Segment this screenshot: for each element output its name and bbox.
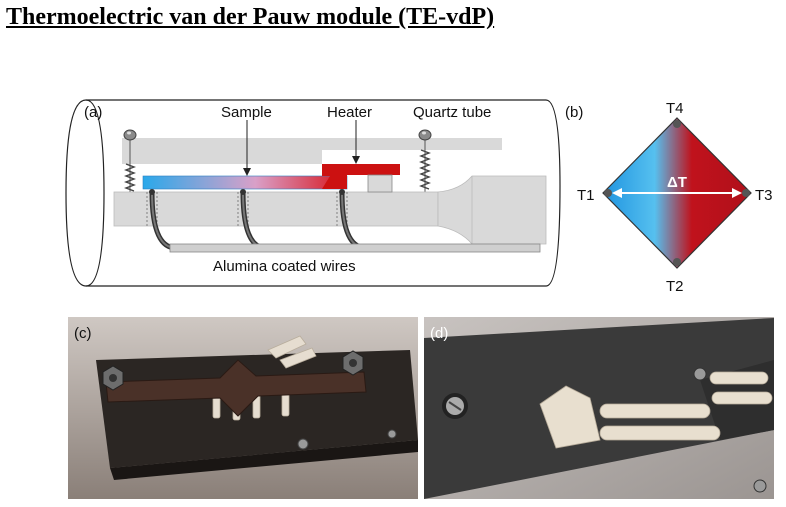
panel-d-photo: (d) <box>424 317 774 499</box>
spring-left <box>124 138 136 192</box>
wires-label: Alumina coated wires <box>213 258 356 275</box>
quartz-tube-label: Quartz tube <box>413 104 491 121</box>
quartz-tube <box>65 99 561 287</box>
contact-t4 <box>673 120 681 128</box>
spring-right <box>419 138 431 192</box>
tube-flange <box>437 175 547 245</box>
contact-t1 <box>604 189 612 197</box>
page-title: Thermoelectric van der Pauw module (TE-v… <box>6 4 495 30</box>
heater <box>322 164 400 189</box>
nut-right <box>342 350 364 376</box>
panel-b-diamond: ΔT (b) T4 T1 T3 T2 <box>565 100 773 295</box>
panel-c-photo: (c) <box>68 317 418 499</box>
screw-head-left <box>123 129 137 141</box>
screw-head-right <box>418 129 432 141</box>
panel-a-label: (a) <box>84 104 102 121</box>
wire-bundle <box>169 243 541 253</box>
heater-label: Heater <box>327 104 372 121</box>
sample-label: Sample <box>221 104 272 121</box>
nut-left <box>102 365 124 391</box>
sample-bar <box>142 175 348 190</box>
contact-t2 <box>673 258 681 266</box>
panel-c-label: (c) <box>74 325 92 342</box>
screw-d-left <box>442 393 468 419</box>
panel-a-schematic: (a) Sample Heater Quartz tube Alumina co… <box>65 99 561 287</box>
base-block <box>113 191 439 227</box>
contact-t3 <box>742 189 750 197</box>
t1-label: T1 <box>577 187 595 204</box>
t3-label: T3 <box>755 187 773 204</box>
t4-label: T4 <box>666 100 684 117</box>
quartz-tube-left-end <box>85 99 105 287</box>
feedthroughs <box>146 192 348 226</box>
panel-d-label: (d) <box>430 325 448 342</box>
panel-b-label: (b) <box>565 104 583 121</box>
heater-support <box>367 174 393 193</box>
t2-label: T2 <box>666 278 684 295</box>
clamp-plate <box>122 138 502 164</box>
delta-t-label: ΔT <box>667 174 687 191</box>
